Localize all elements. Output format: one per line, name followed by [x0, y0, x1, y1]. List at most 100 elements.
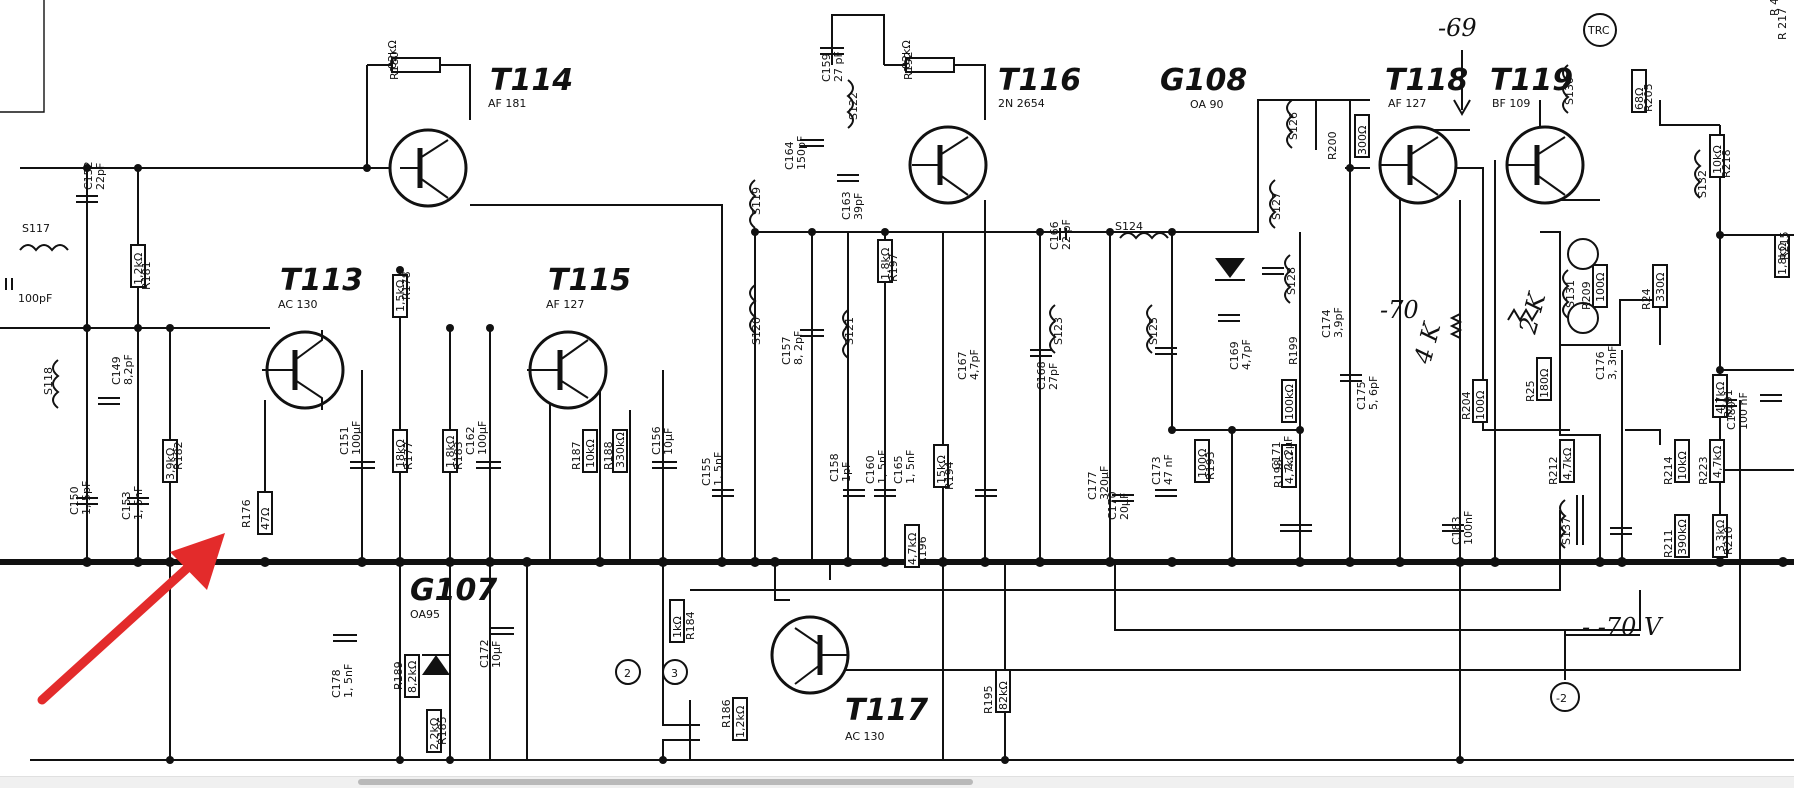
capacitor-c152-value: 22pF — [94, 163, 107, 190]
resistor-value-label: 82kΩ — [900, 40, 913, 69]
capacitor-c166-label: C166 — [1048, 221, 1061, 250]
resistor-r205-label: R205 — [1642, 83, 1655, 112]
capacitor-c157-value: 8, 2pF — [792, 331, 805, 365]
resistor-value-label: 180Ω — [1538, 369, 1551, 398]
port-circles — [1567, 13, 1617, 334]
annotation-minus70: -70 — [1380, 296, 1419, 324]
resistor-value-label: 330kΩ — [614, 432, 627, 468]
resistor-value-label: 1,2kΩ — [734, 706, 747, 738]
capacitor-c157-label: C157 — [780, 336, 793, 365]
label-t114-type: AF 181 — [488, 97, 526, 110]
resistor-r24-label: R24 — [1640, 288, 1653, 310]
resistor-value-label: 1,8kΩ — [444, 436, 457, 468]
label-g108: G108 — [1160, 63, 1247, 98]
resistor-r196-label: R196 — [916, 536, 929, 565]
resistor-value-label: 2,2kΩ — [428, 718, 441, 750]
label-t117: T117 — [845, 693, 928, 728]
capacitor-c177-value: 320µF — [1098, 466, 1111, 500]
capacitor-c164-label: C164 — [783, 141, 796, 170]
label-t118-type: AF 127 — [1388, 97, 1426, 110]
capacitor-c162-label: C162 — [464, 426, 477, 455]
resistor-r181-label: R181 — [140, 261, 153, 290]
capacitor-c165-label: C165 — [892, 455, 905, 484]
capacitor-c175-value: 5, 6pF — [1367, 376, 1380, 410]
capacitor-c178-label: C178 — [330, 669, 343, 698]
component-labels: T113 AC 130 T114 AF 181 T115 AF 127 T116… — [18, 14, 1664, 743]
inductor-s132-label: S132 — [1696, 170, 1709, 198]
resistor-r200-label: R200 — [1326, 131, 1339, 160]
diode-g108-symbol — [1215, 258, 1245, 281]
capacitor-c149-label: C149 — [110, 356, 123, 385]
resistor-r191-label: R191 — [1722, 389, 1735, 418]
label-g108-type: OA 90 — [1190, 98, 1223, 111]
capacitor-c173-value: 47 nF — [1162, 454, 1175, 485]
label-node-2: 2 — [624, 667, 631, 680]
resistor-r198-label: R198 — [1272, 459, 1285, 488]
capacitor-c172-label: C172 — [478, 639, 491, 668]
resistor-r223-label: R223 — [1697, 456, 1710, 485]
label-trc: TRC — [1587, 24, 1610, 37]
inductor-s131-label: S131 — [1564, 280, 1577, 308]
capacitor-c156-value: 10µF — [662, 428, 675, 455]
inductor-s130-label: S130 — [1563, 77, 1576, 105]
diode-g107-symbol — [422, 654, 450, 675]
resistor-r180-label: R180 — [388, 51, 401, 80]
resistor-r192-label: R192 — [902, 51, 915, 80]
junctions — [82, 146, 1788, 764]
capacitor-c174-value: 3,9pF — [1332, 307, 1345, 338]
resistor-value-label: 1,8kΩ — [879, 248, 892, 280]
transistor-t113-symbol — [262, 330, 345, 410]
inductor-s127-label: S127 — [1270, 192, 1283, 220]
resistor-value-label: 100Ω — [1474, 391, 1487, 420]
inductor-s118-label: S118 — [42, 367, 55, 395]
label-t115-type: AF 127 — [546, 298, 584, 311]
transistor-t114-symbol — [388, 128, 468, 208]
resistor-value-label: 300Ω — [1356, 126, 1369, 155]
resistor-value-label: 1,8kΩ — [1776, 243, 1789, 275]
inductor-s121-label: S121 — [843, 317, 856, 345]
resistor-r197-label: R197 — [887, 253, 900, 282]
capacitor-c150-label: C150 — [68, 486, 81, 515]
resistor-r188-label: R188 — [602, 441, 615, 470]
capacitor-c167-value: 4,7pF — [968, 349, 981, 380]
capacitor-c183-value: 100nF — [1462, 511, 1475, 545]
capacitor-c168-value: 27pF — [1047, 363, 1060, 390]
resistor-value-label: 100kΩ — [1283, 384, 1296, 420]
label-t117-type: AC 130 — [845, 730, 885, 743]
capacitor-c158-label: C158 — [828, 453, 841, 482]
node-2-circle — [615, 659, 641, 685]
resistor-r178-label: R178 — [400, 271, 413, 300]
resistor-r211-label: R211 — [1662, 529, 1675, 558]
resistor-value-label: 8,2kΩ — [406, 661, 419, 693]
label-t116-type: 2N 2654 — [998, 97, 1045, 110]
capacitor-plates — [5, 47, 1782, 642]
inductor-s120-label: S120 — [750, 317, 763, 345]
resistor-value-label: 1,2kΩ — [132, 253, 145, 285]
label-t119: T119 — [1490, 63, 1573, 98]
resistor-value-label: 4,7kΩ — [1561, 448, 1574, 480]
resistor-r218-label: R218 — [1720, 149, 1733, 178]
resistor-value-label: 68Ω — [1633, 88, 1646, 110]
scrollbar-thumb[interactable] — [358, 779, 973, 785]
resistor-r184-label: R184 — [684, 611, 697, 640]
capacitor-c170-value: 20µF — [1118, 493, 1131, 520]
resistor-r194-label: R194 — [943, 461, 956, 490]
capacitor-c170-label: C170 — [1106, 491, 1119, 520]
label-t118: T118 — [1385, 63, 1468, 98]
capacitor-c150-value: 1, 5pF — [80, 481, 93, 515]
capacitor-c156-label: C156 — [650, 426, 663, 455]
resistor-value-label: 100Ω — [1594, 273, 1607, 302]
capacitor-c165-value: 1, 5nF — [904, 450, 917, 484]
capacitor-c155-label: C155 — [700, 457, 713, 486]
transistor-t118-symbol — [1378, 125, 1458, 205]
transistor-t115-symbol — [527, 330, 608, 410]
inductor-s119-label: S119 — [750, 187, 763, 215]
resistor-r209-label: R209 — [1580, 281, 1593, 310]
annotation-2k: 2 K — [1513, 288, 1551, 338]
inductor-s122-label: S122 — [847, 92, 860, 120]
resistor-value-label: 10kΩ — [1676, 451, 1689, 480]
capacitor-c149-value: 8,2pF — [122, 354, 135, 385]
inductor-s125-label: S125 — [1147, 317, 1160, 345]
capacitor-c180-value: 100 nF — [1737, 392, 1750, 430]
